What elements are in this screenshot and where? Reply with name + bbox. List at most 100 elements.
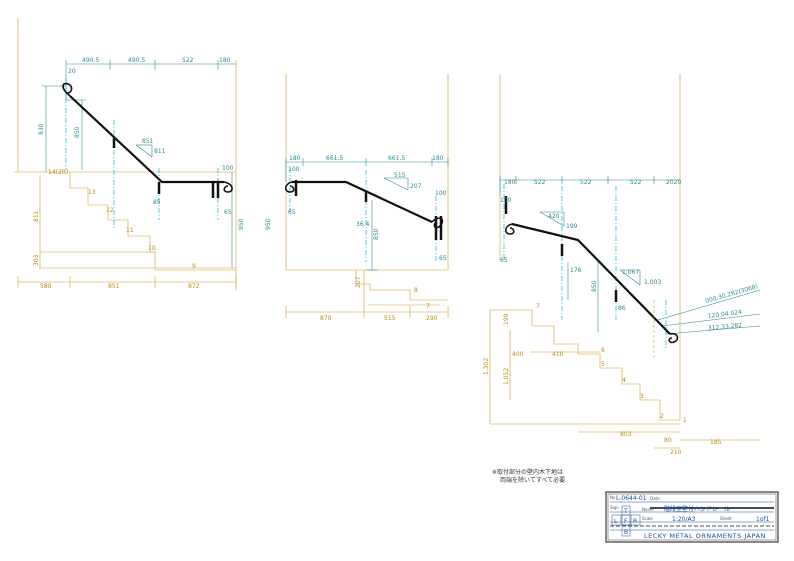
v2-riser-8: 8 <box>414 287 418 294</box>
v1-riser-10: 10 <box>148 245 156 252</box>
v3-slope-run: 420 <box>548 213 560 220</box>
v1-top-dim-4: 180 <box>219 57 231 64</box>
v3-riser-5: 5 <box>601 361 605 368</box>
v2-left-dim-3: 950 <box>265 218 272 230</box>
v3-left-dim-1: 100 <box>500 197 512 204</box>
v3-riser-3: 3 <box>640 393 644 400</box>
v1-riser-13: 13 <box>88 189 96 196</box>
v2-small-3: 100 <box>435 190 447 197</box>
v1-ochre-left-1: 811 <box>33 210 40 222</box>
tb-view-b: B <box>624 529 628 536</box>
note-line-1: ※取付部分の壁内木下地は <box>492 468 563 476</box>
v1-slope-rise: 811 <box>154 148 166 155</box>
view-1: 490.5 490.5 522 180 930 850 14(2R) 13 12… <box>14 18 245 290</box>
tb-title: 階段室壁付ハンドレール <box>664 505 730 513</box>
v3-ochre-left-1: 1,302 <box>483 358 490 375</box>
v1-top-dim-3: 522 <box>182 57 194 64</box>
v2-slope-rise: 207 <box>410 183 422 190</box>
v2-top-dim-3: 661.5 <box>388 155 405 162</box>
tb-view-t: T <box>623 508 628 515</box>
v1-small-4: 65 <box>224 209 232 216</box>
v3-slope2-run: 1.067 <box>622 269 639 276</box>
v1-riser-11: 11 <box>126 227 134 234</box>
tb-no-label: No <box>610 495 616 500</box>
v3-left-dim-2: 65 <box>500 257 508 264</box>
v3-small-1: 176 <box>570 267 582 274</box>
v3-small-2: 850 <box>591 280 598 292</box>
v3-small-3: 86 <box>618 305 626 312</box>
v2-top-dim-2: 661.5 <box>326 155 343 162</box>
v2-left-dim-2: 65 <box>288 209 296 216</box>
v1-riser-9: 9 <box>192 263 196 270</box>
v2-riser-7: 7 <box>426 303 430 310</box>
v1-bottom-dim-3: 872 <box>188 283 200 290</box>
v3-riser-1: 1 <box>683 417 687 424</box>
v1-ochre-left-2: 303 <box>33 254 40 266</box>
v2-small-2: 850 <box>373 228 380 240</box>
tb-view-l: L <box>614 518 618 525</box>
v1-top-dim-1: 490.5 <box>82 57 99 64</box>
v3-leader-2: 120.04.024 <box>707 309 742 320</box>
v1-bottom-dim-1: 580 <box>40 283 52 290</box>
v2-ochre-left: 207 <box>355 276 362 288</box>
tb-view-f: F <box>624 518 628 525</box>
v3-bottom-dim-2: 80 <box>664 437 672 444</box>
v3-mid-dim-1: 400 <box>512 351 524 358</box>
v2-top-dim-4: 180 <box>432 155 444 162</box>
tb-drawing-no: L-0644-01 <box>616 495 647 502</box>
v1-bottom-dim-2: 851 <box>108 283 120 290</box>
tb-sign-label: Sign <box>610 505 619 510</box>
v3-mid-dim-2: 410 <box>552 351 564 358</box>
tb-date-label: Date <box>650 496 660 501</box>
v3-bottom-dim-3: 185 <box>710 439 722 446</box>
v1-left-dim-1: 930 <box>38 123 45 135</box>
v3-riser-2: 2 <box>660 413 664 420</box>
v3-leader-3: 312.33.282 <box>708 322 743 332</box>
tb-view-r: R <box>633 518 637 525</box>
v2-left-dim-1: 100 <box>288 166 300 173</box>
v1-left-note: 14(2R) <box>48 169 68 176</box>
v2-bottom-dim-2: 515 <box>384 315 396 322</box>
tb-sheet-label: Sheet <box>720 516 732 521</box>
v1-slope-run: 851 <box>142 138 154 145</box>
v3-bottom-dim-4: 210 <box>670 449 682 456</box>
v1-small-2: 85 <box>153 199 161 206</box>
v2-small-4: 65 <box>439 255 447 262</box>
v2-bottom-dim-1: 870 <box>320 315 332 322</box>
v3-top-dim-2: 522 <box>534 179 546 186</box>
tb-scale: 1:20/A3 <box>672 516 696 523</box>
tb-sheet: 1of1 <box>756 516 770 523</box>
v3-top-dim-3: 522 <box>580 179 592 186</box>
v2-slope-run: 515 <box>394 172 406 179</box>
v1-small-3: 100 <box>222 165 234 172</box>
v3-ochre-left-3: 199 <box>503 313 510 325</box>
tb-name-label: Name <box>642 507 654 512</box>
v3-slope2-rise: 1.003 <box>644 279 661 286</box>
v3-leader-1: 000.30.282(3068) <box>705 283 759 305</box>
v2-small-1: 36.4 <box>356 221 370 228</box>
tb-company: LECKY METAL ORNAMENTS JAPAN <box>644 532 766 540</box>
v2-top-dim-1: 180 <box>289 155 301 162</box>
tb-scale-label: Scale <box>642 516 653 521</box>
v3-riser-4: 4 <box>622 377 626 384</box>
v1-small-5: 950 <box>238 218 245 230</box>
v1-top-dim-2: 490.5 <box>128 57 145 64</box>
v3-top-dim-5: 2020 <box>666 179 681 186</box>
v1-left-dim-2: 850 <box>74 126 81 138</box>
note-line-2: 両端を除いてすべて必要 <box>500 476 565 484</box>
v3-slope-rise: 199 <box>566 223 578 230</box>
v3-top-dim-1: 180 <box>504 179 516 186</box>
v3-riser-6: 6 <box>601 347 605 354</box>
v1-small-1: 20 <box>68 68 76 75</box>
v3-riser-7: 7 <box>536 303 540 310</box>
title-block: No L-0644-01 Date Sign Name 階段室壁付ハンドレール … <box>605 491 779 543</box>
v3-ochre-left-2: 1,052 <box>503 368 510 385</box>
v1-riser-12: 12 <box>106 207 114 214</box>
v3-top-dim-4: 522 <box>630 179 642 186</box>
view-2: 180 661.5 661.5 180 100 65 950 515 207 3… <box>265 74 449 322</box>
v2-bottom-dim-3: 290 <box>426 315 438 322</box>
v3-bottom-dim-1: 803 <box>620 431 632 438</box>
installation-note: ※取付部分の壁内木下地は 両端を除いてすべて必要 <box>492 468 565 484</box>
view-3: 180 522 522 522 2020 100 65 420 199 1.06… <box>483 74 761 456</box>
